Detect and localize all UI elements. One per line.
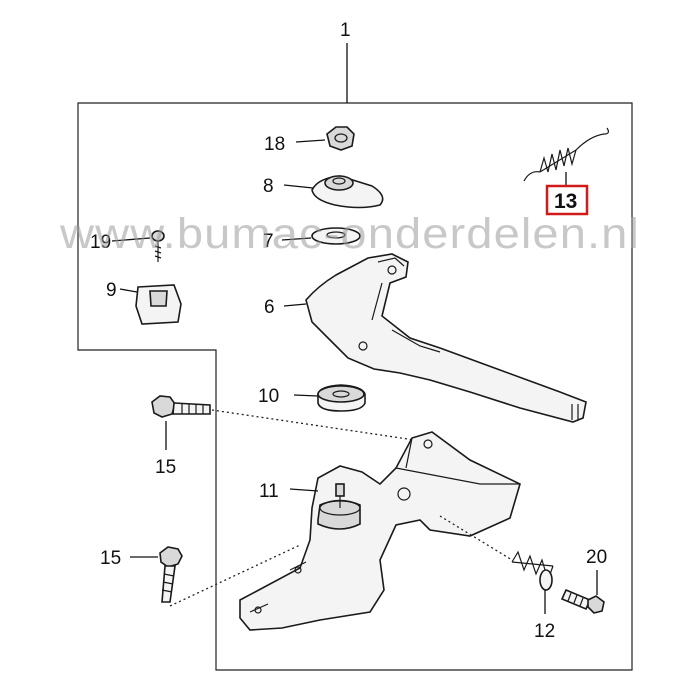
leader-line-18 <box>295 139 326 143</box>
part-9-clip <box>135 284 182 325</box>
callout-15-upper: 15 <box>155 457 176 478</box>
leader-line-10 <box>293 394 319 397</box>
leader-line-11 <box>289 488 319 492</box>
highlight-box-13 <box>545 184 589 216</box>
dashed-guide-15-lower <box>169 544 301 607</box>
callout-20: 20 <box>586 547 607 568</box>
part-10-washer <box>317 384 366 412</box>
part-7-washer <box>311 227 361 245</box>
callout-1: 1 <box>340 20 351 41</box>
part-19-screw <box>151 230 165 262</box>
part-18-nut <box>326 126 355 151</box>
part-20-bolt <box>560 588 605 614</box>
part-11-bracket <box>239 431 521 631</box>
callout-15-lower: 15 <box>100 548 121 569</box>
callout-19: 19 <box>90 232 111 253</box>
leader-line-7 <box>281 237 312 241</box>
callout-10: 10 <box>258 386 279 407</box>
watermark-text: www.bumac-onderdelen.nl <box>59 210 640 258</box>
leader-line-9 <box>119 288 138 293</box>
part-12-spring <box>511 550 554 591</box>
dashed-guide-12 <box>439 515 513 561</box>
dashed-guide-15-upper <box>211 409 429 443</box>
callout-11: 11 <box>259 481 279 502</box>
leader-line-6 <box>283 303 307 307</box>
callout-13: 13 <box>554 190 577 213</box>
callout-12: 12 <box>534 621 555 642</box>
callout-6: 6 <box>264 297 275 318</box>
part-8-plate <box>311 175 384 209</box>
callout-8: 8 <box>263 176 274 197</box>
callout-7: 7 <box>263 231 274 252</box>
leader-line-19 <box>111 237 151 242</box>
part-15-bolt-upper <box>151 395 211 418</box>
part-13-spring <box>523 127 610 182</box>
callout-9: 9 <box>106 280 117 301</box>
assembly-outline <box>77 102 633 671</box>
part-15-bolt-lower <box>159 546 183 603</box>
part-6-lever <box>305 253 587 423</box>
callout-18: 18 <box>264 134 285 155</box>
leader-line-8 <box>283 184 314 189</box>
